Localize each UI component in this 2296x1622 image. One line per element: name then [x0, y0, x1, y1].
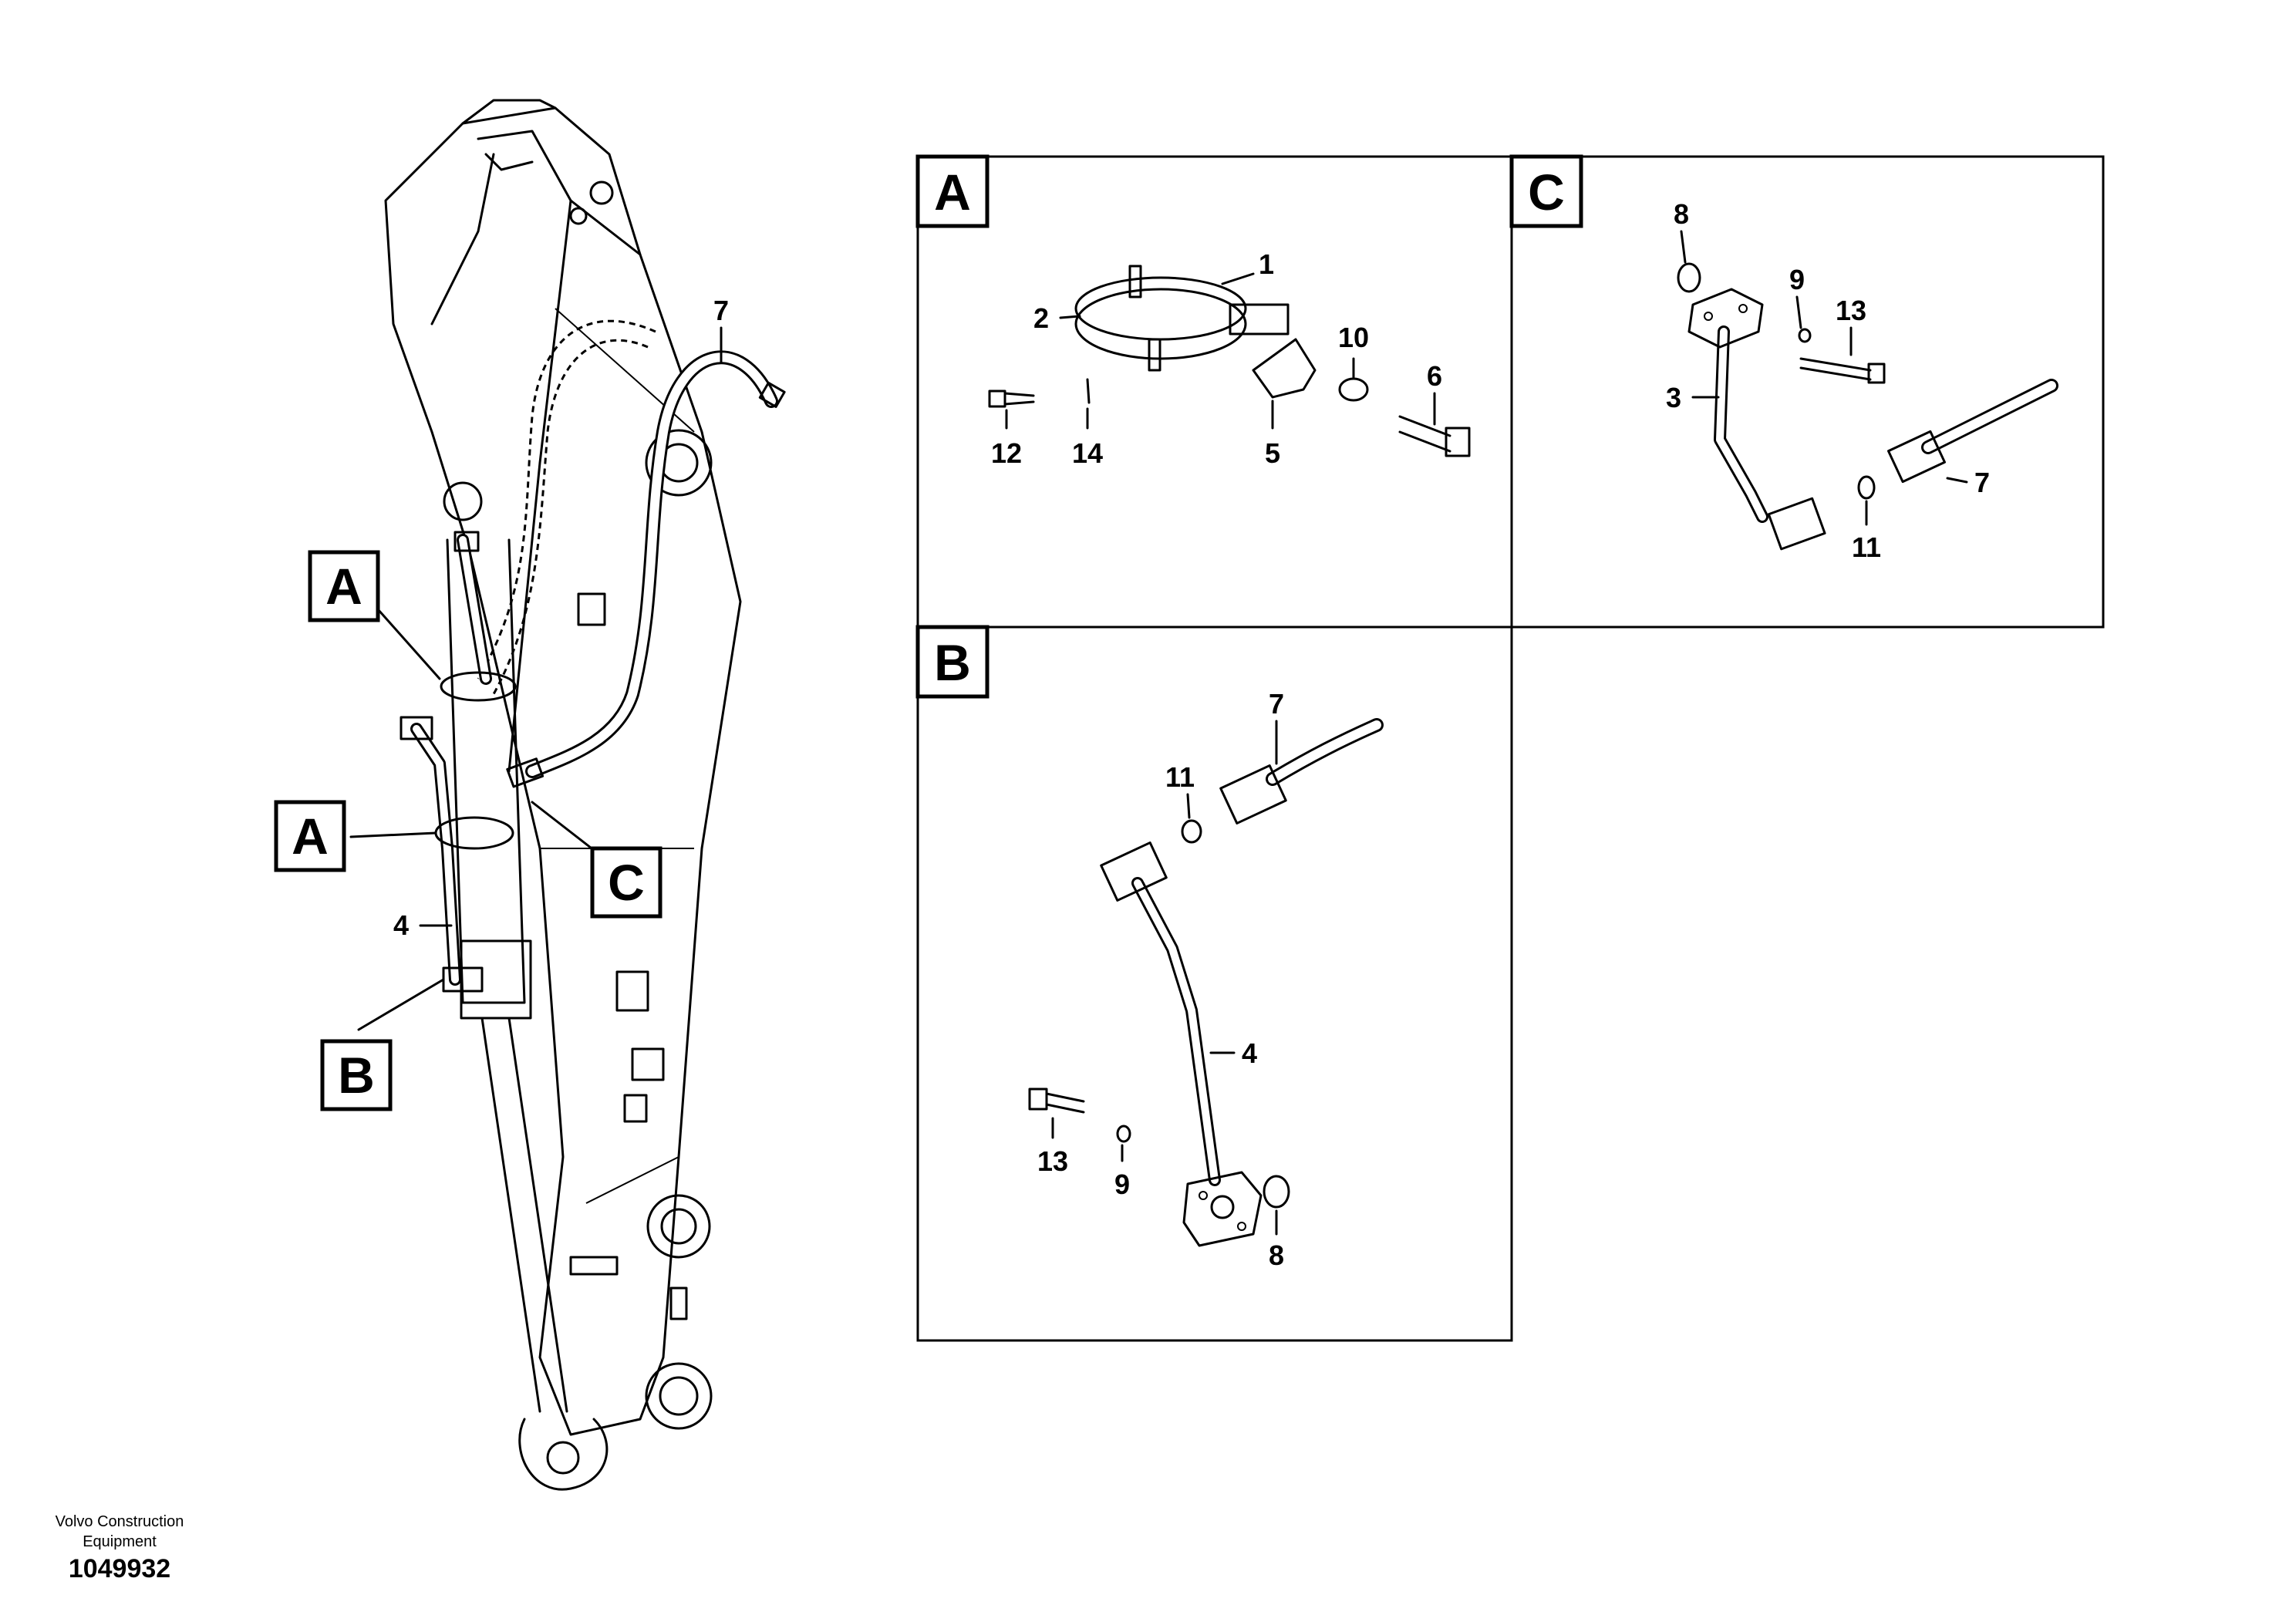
hose-7-part: [1219, 718, 1384, 824]
bolt-13-part: [1028, 1088, 1085, 1114]
company-line-1: Volvo Construction: [55, 1513, 184, 1530]
washer-part: [1338, 377, 1369, 402]
panel-a-title: A: [934, 164, 971, 221]
panel-a-label-2: 2: [1033, 302, 1049, 334]
panel-a-label-1: 1: [1259, 248, 1274, 280]
washer-9-part: [1116, 1125, 1131, 1143]
o-ring-8: [1677, 262, 1701, 293]
callout-b-label: B: [338, 1047, 375, 1104]
callout-a-lower-label: A: [292, 808, 329, 865]
panel-b-label-9: 9: [1114, 1168, 1130, 1200]
callout-b: B: [320, 1039, 393, 1111]
o-ring-9: [1798, 328, 1812, 343]
main-label-pipe: 4: [393, 909, 409, 941]
pipe-4-part: [1100, 841, 1263, 1247]
hose-7: [506, 350, 786, 788]
panel-a-label-10: 10: [1338, 322, 1369, 353]
panel-a-label-6: 6: [1427, 360, 1442, 392]
panel-a: A 1: [915, 154, 1513, 629]
panel-c-title: C: [1528, 164, 1565, 221]
hose-7-fitting: [1887, 379, 2058, 484]
panel-c: C 8 9 13: [1509, 154, 2105, 629]
panel-c-label-8: 8: [1674, 198, 1689, 230]
boom-arm-illustration: [384, 99, 742, 1491]
small-bolt-part: [988, 389, 1035, 408]
panel-c-label-9: 9: [1789, 264, 1805, 295]
panel-c-label-13: 13: [1836, 295, 1866, 326]
clamp-part: [1074, 265, 1290, 372]
callout-a-upper: A: [308, 550, 380, 622]
callout-leaders: [349, 326, 723, 1031]
panel-c-label-7: 7: [1974, 467, 1990, 498]
panel-a-label-14: 14: [1072, 437, 1103, 469]
panel-c-label-11: 11: [1852, 531, 1881, 563]
panel-c-label-3: 3: [1666, 382, 1681, 413]
pin-part: [1086, 378, 1091, 404]
o-ring-11-part: [1181, 819, 1202, 844]
company-line-2: Equipment: [83, 1533, 157, 1550]
dashed-hose-routing: [477, 319, 656, 695]
panel-b-label-13: 13: [1037, 1145, 1068, 1177]
panel-b-label-8: 8: [1269, 1239, 1284, 1271]
panel-b-title: B: [934, 634, 971, 691]
o-ring-8-part: [1263, 1175, 1290, 1209]
pipe-3-part: [1687, 288, 1826, 551]
main-label-hose: 7: [713, 295, 729, 326]
panel-b: B: [915, 625, 1513, 1342]
company-name: Volvo Construction Equipment: [31, 1512, 208, 1552]
callout-a-lower: A: [274, 800, 346, 872]
panel-b-label-7: 7: [1269, 688, 1284, 720]
callout-a-upper-label: A: [325, 558, 362, 615]
panel-b-label-4: 4: [1242, 1037, 1257, 1069]
bracket-part: [1252, 338, 1317, 399]
bolt-part: [1398, 415, 1471, 457]
panel-a-label-12: 12: [991, 437, 1022, 469]
panel-b-label-11: 11: [1165, 761, 1195, 793]
pipe-4: [400, 531, 517, 993]
o-ring-11: [1857, 475, 1876, 500]
drawing-number: 1049932: [68, 1554, 171, 1583]
callout-c-label: C: [608, 854, 645, 911]
screw-13-part: [1799, 357, 1886, 384]
callout-c: C: [590, 846, 663, 919]
panel-a-label-5: 5: [1265, 437, 1280, 469]
